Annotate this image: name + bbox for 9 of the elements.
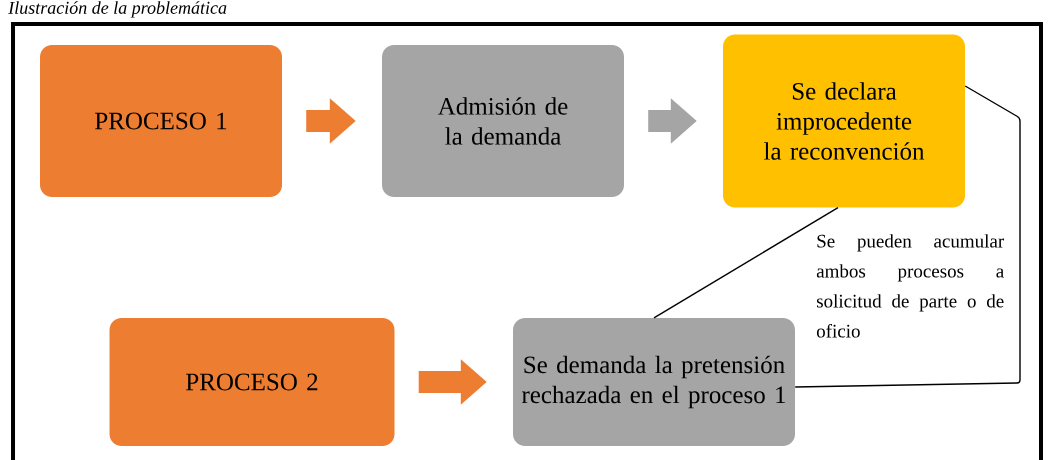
- process-box: PROCESO 1: [40, 45, 282, 197]
- process-box: Admisión de la demanda: [382, 45, 624, 197]
- note: Se pueden acumular ambos procesos a solicitud de parte o de oficio: [816, 234, 1005, 338]
- connector-line: [794, 85, 1021, 388]
- process-box: PROCESO 2: [109, 318, 395, 446]
- process-box: Se demanda la pretensión rechazada en el proceso 1: [513, 318, 795, 446]
- figure-title: Ilustración de la problemática: [8, 1, 227, 18]
- process-box: Se declara improcedente la reconvención: [723, 34, 965, 208]
- connector-line: [653, 207, 839, 319]
